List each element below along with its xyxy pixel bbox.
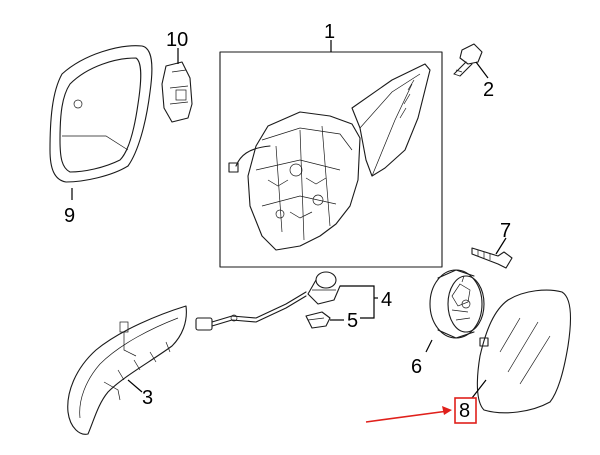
part-6-motor-housing (425, 269, 485, 353)
highlight-box (454, 397, 477, 424)
part-3-cover-cap (67, 305, 187, 435)
part-8-mirror-lens (471, 289, 572, 414)
part-5-bulb (305, 311, 344, 329)
callout-5: 5 (347, 310, 358, 332)
callout-4: 4 (381, 289, 392, 311)
callout-1: 1 (324, 21, 335, 43)
callout-3: 3 (142, 387, 153, 409)
callout-2: 2 (483, 79, 494, 101)
callout-7: 7 (500, 220, 511, 242)
highlight-arrow-head (442, 406, 452, 415)
part-10-actuator (161, 48, 193, 123)
highlight-arrow (365, 410, 449, 423)
callout-9: 9 (64, 205, 75, 227)
part-4-lamp-harness (195, 271, 378, 331)
part-2-bolt (453, 43, 489, 79)
part-9-mirror-glass (49, 45, 153, 200)
callout-labels: 1 2 3 4 5 6 7 8 9 10 (64, 21, 511, 422)
assembly-frame (219, 51, 443, 268)
callout-6: 6 (411, 356, 422, 378)
callout-8: 8 (459, 400, 470, 422)
highlight-part-8 (365, 397, 477, 424)
part-1-mirror-assembly (219, 51, 443, 268)
callout-10: 10 (166, 29, 188, 51)
part-7-screw (471, 237, 513, 269)
